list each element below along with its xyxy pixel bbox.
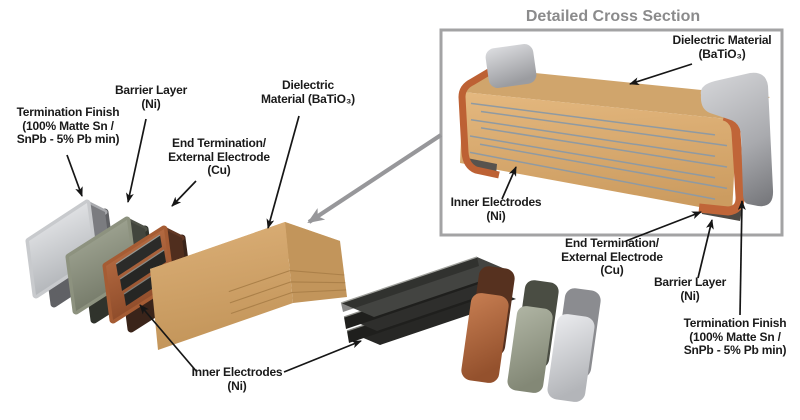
arrow-barrier-layer-left xyxy=(125,118,147,203)
arrow-inner-electrodes-right xyxy=(283,340,362,373)
cross-section-inset xyxy=(439,28,784,237)
label-end-termination-left: End Termination/ External Electrode (Cu) xyxy=(168,136,270,177)
barrier-layer-cap-right xyxy=(507,280,559,393)
label-inset-inner-electrodes: Inner Electrodes (Ni) xyxy=(450,195,542,223)
label-termination-finish-right: Termination Finish (100% Matte Sn / SnPb… xyxy=(683,316,787,357)
arrow-termination-finish-left xyxy=(66,154,83,197)
termination-finish-cap-right xyxy=(547,288,601,402)
dielectric-layer-seams xyxy=(228,270,347,315)
arrow-termination-finish-right xyxy=(737,200,746,316)
arrow-inner-electrodes-left xyxy=(139,304,198,373)
label-end-termination-right: End Termination/ External Electrode (Cu) xyxy=(561,236,663,277)
arrow-barrier-layer-right xyxy=(697,219,714,279)
label-inner-electrodes: Inner Electrodes (Ni) xyxy=(191,365,283,393)
callout-arrows xyxy=(66,63,746,373)
arrow-inset-inner-electrodes xyxy=(501,166,517,200)
inset-body-top xyxy=(463,69,770,120)
inset-copper-band-left xyxy=(458,59,506,179)
inset-pointer-arrow xyxy=(307,133,443,224)
inset-title: Detailed Cross Section xyxy=(525,8,701,25)
label-dielectric-material: Dielectric Material (BaTiO₃) xyxy=(261,78,355,106)
label-barrier-layer-left: Barrier Layer (Ni) xyxy=(114,83,188,111)
inset-inner-electrode-lines xyxy=(469,102,728,200)
label-barrier-layer-right: Barrier Layer (Ni) xyxy=(653,275,727,303)
label-termination-finish-left: Termination Finish (100% Matte Sn / SnPb… xyxy=(16,105,120,146)
dielectric-body xyxy=(150,222,347,350)
arrow-end-termination-left xyxy=(171,180,197,207)
inset-body-front xyxy=(460,92,737,213)
label-inset-dielectric: Dielectric Material (BaTiO₃) xyxy=(672,33,772,61)
arrow-dielectric-material xyxy=(266,115,300,229)
inset-silver-cap-right xyxy=(700,72,774,207)
arrow-end-termination-right xyxy=(625,211,702,242)
inset-silver-cap-left xyxy=(485,44,537,88)
end-termination-cap-right xyxy=(461,266,515,383)
arrow-inset-dielectric xyxy=(629,63,693,86)
